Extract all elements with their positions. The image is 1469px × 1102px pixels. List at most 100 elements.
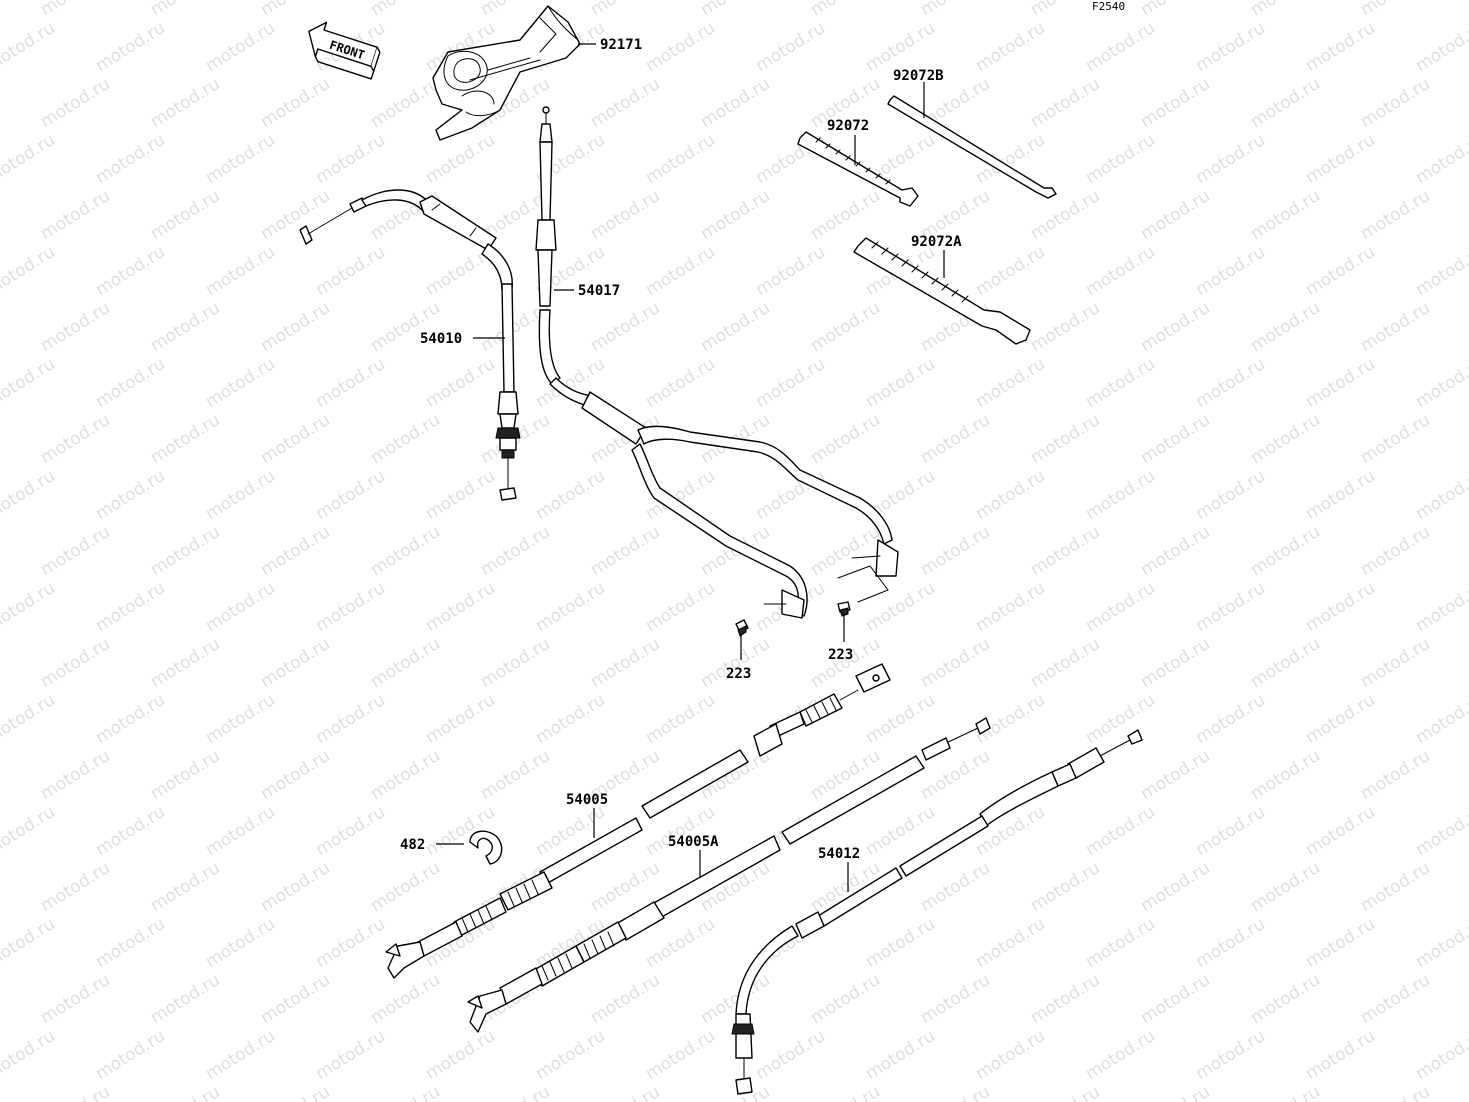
watermark-text: motod.ru (0, 354, 59, 412)
watermark-text: motod.ru (312, 242, 389, 300)
watermark-text: motod.ru (587, 522, 664, 580)
part-54010-cable (299, 189, 521, 501)
watermark-text: motod.ru (367, 298, 444, 356)
watermark-text: motod.ru (807, 186, 884, 244)
watermark-text: motod.ru (92, 354, 169, 412)
watermark-text: motod.ru (1192, 1026, 1269, 1084)
front-direction-arrow: FRONT (308, 21, 381, 80)
callout-92072B: 92072B (893, 68, 944, 84)
watermark-text: motod.ru (1082, 130, 1159, 188)
watermark-text: motod.ru (1357, 858, 1434, 916)
watermark-text: motod.ru (0, 130, 59, 188)
watermark-text: motod.ru (1192, 130, 1269, 188)
watermark-text: motod.ru (862, 914, 939, 972)
watermark-text: motod.ru (1137, 0, 1214, 20)
part-223-screw-left (735, 619, 749, 637)
watermark-text: motod.ru (312, 690, 389, 748)
watermark-text: motod.ru (147, 0, 224, 20)
watermark-text: motod.ru (972, 18, 1049, 76)
watermark-text: motod.ru (1137, 186, 1214, 244)
watermark-text: motod.ru (37, 298, 114, 356)
watermark-text: motod.ru (37, 634, 114, 692)
watermark-text: motod.ru (367, 0, 444, 20)
watermark-text: motod.ru (367, 970, 444, 1028)
watermark-text: motod.ru (202, 1026, 279, 1084)
watermark-text: motod.ru (0, 466, 59, 524)
watermark-text: motod.ru (807, 522, 884, 580)
watermark-text: motod.ru (37, 74, 114, 132)
watermark-text: motod.ru (202, 354, 279, 412)
diagram-code: F2540 (1092, 0, 1125, 13)
watermark-text: motod.ru (1137, 1082, 1214, 1102)
watermark-text: motod.ru (92, 690, 169, 748)
watermark-text: motod.ru (312, 578, 389, 636)
watermark-text: motod.ru (1027, 298, 1104, 356)
watermark-text: motod.ru (587, 298, 664, 356)
watermark-text: motod.ru (917, 970, 994, 1028)
watermark-text: motod.ru (0, 1082, 4, 1102)
watermark-text: motod.ru (1357, 746, 1434, 804)
watermark-text: motod.ru (1137, 522, 1214, 580)
watermark-text: motod.ru (147, 858, 224, 916)
watermark-text: motod.ru (752, 18, 829, 76)
watermark-text: motod.ru (0, 186, 4, 244)
part-54005-cable (385, 663, 891, 979)
watermark-text: motod.ru (312, 130, 389, 188)
watermark-text: motod.ru (37, 0, 114, 20)
watermark-text: motod.ru (1247, 298, 1324, 356)
watermark-text: motod.ru (1247, 858, 1324, 916)
watermark-text: motod.ru (257, 522, 334, 580)
part-92072B-cable-tie (887, 95, 1057, 199)
watermark-text: motod.ru (917, 634, 994, 692)
watermark-text: motod.ru (0, 1026, 59, 1084)
watermark-text: motod.ru (422, 690, 499, 748)
watermark-text: motod.ru (642, 1026, 719, 1084)
watermark-text: motod.ru (0, 634, 4, 692)
watermark-text: motod.ru (257, 298, 334, 356)
watermark-text: motod.ru (1412, 466, 1469, 524)
watermark-text: motod.ru (0, 18, 59, 76)
watermark-text: motod.ru (972, 466, 1049, 524)
watermark-text: motod.ru (917, 522, 994, 580)
watermark-text: motod.ru (92, 466, 169, 524)
watermark-text: motod.ru (587, 634, 664, 692)
watermark-text: motod.ru (422, 1026, 499, 1084)
watermark-text: motod.ru (37, 858, 114, 916)
watermark-text: motod.ru (367, 522, 444, 580)
watermark-text: motod.ru (697, 0, 774, 20)
watermark-text: motod.ru (1247, 74, 1324, 132)
callout-54012: 54012 (818, 846, 860, 862)
watermark-text: motod.ru (1357, 74, 1434, 132)
watermark-text: motod.ru (1412, 242, 1469, 300)
watermark-text: motod.ru (1192, 354, 1269, 412)
watermark-text: motod.ru (92, 242, 169, 300)
watermark-text: motod.ru (147, 522, 224, 580)
watermark-text: motod.ru (642, 18, 719, 76)
watermark-text: motod.ru (1192, 466, 1269, 524)
watermark-text: motod.ru (1302, 18, 1379, 76)
watermark-text: motod.ru (147, 74, 224, 132)
watermark-text: motod.ru (37, 410, 114, 468)
watermark-text: motod.ru (367, 74, 444, 132)
watermark-text: motod.ru (0, 690, 59, 748)
watermark-text: motod.ru (1082, 802, 1159, 860)
watermark-text: motod.ru (0, 914, 59, 972)
watermark-text: motod.ru (477, 634, 554, 692)
watermark-text: motod.ru (147, 186, 224, 244)
part-54017-cable (535, 106, 899, 619)
watermark-text: motod.ru (917, 1082, 994, 1102)
watermark-text: motod.ru (1357, 634, 1434, 692)
watermark-text: motod.ru (1357, 522, 1434, 580)
watermark-text: motod.ru (807, 1082, 884, 1102)
part-223-screw-right (837, 601, 851, 617)
watermark-text: motod.ru (1137, 970, 1214, 1028)
watermark-text: motod.ru (1247, 634, 1324, 692)
callout-223-right: 223 (828, 647, 853, 663)
part-92171-cable-guide (432, 5, 581, 141)
watermark-text: motod.ru (1412, 914, 1469, 972)
part-54012-cable (731, 729, 1143, 1095)
watermark-text: motod.ru (862, 354, 939, 412)
watermark-text: motod.ru (642, 130, 719, 188)
watermark-text: motod.ru (972, 914, 1049, 972)
watermark-text: motod.ru (1082, 354, 1159, 412)
